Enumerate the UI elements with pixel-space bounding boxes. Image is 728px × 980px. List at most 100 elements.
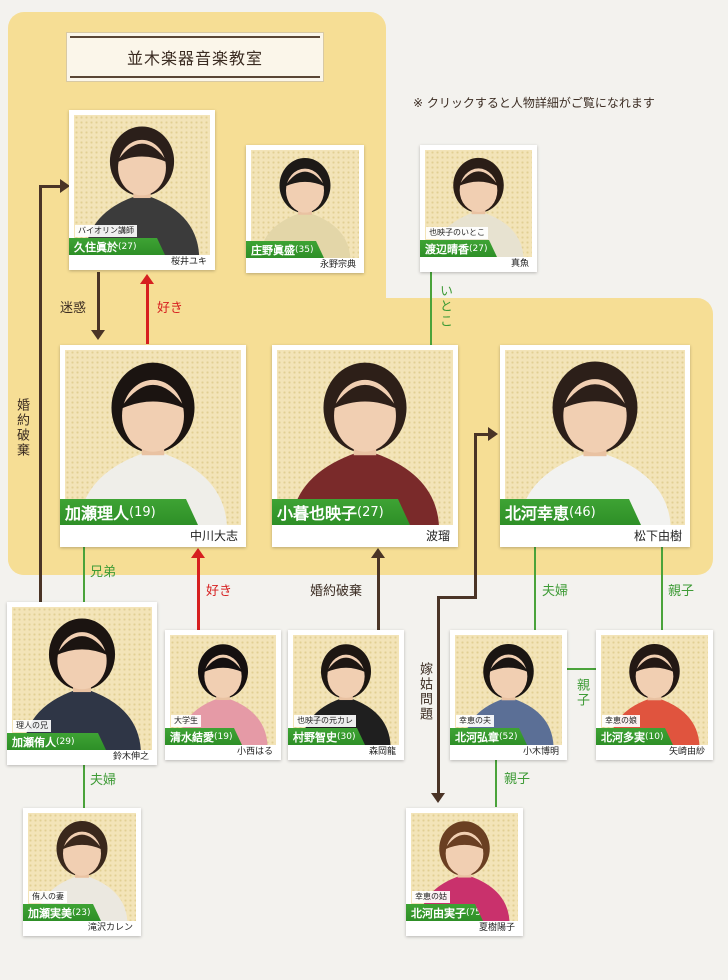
fringe-shape [55,636,109,656]
fufu-label-1: 夫婦 [90,773,117,788]
portrait-photo [65,350,241,525]
kyodai-label: 兄弟 [90,565,117,580]
portrait-silhouette [291,362,439,525]
actor-name: 矢崎由紗 [668,747,705,757]
suki-label-1: 好き [157,301,184,316]
character-name: 村野智史(30) [288,728,365,745]
suki-arrowhead-2 [191,548,205,558]
in-law-line-h2 [437,596,477,599]
character-name: 北河由実子(75) [406,904,483,921]
portrait-photo [74,115,210,255]
portrait-photo [505,350,685,525]
character-name: 北河多実(10) [596,728,673,745]
oyako-line-3 [495,759,497,807]
portrait-silhouette [36,820,128,921]
portrait-photo [601,635,708,745]
character-card-yuto[interactable]: 理人の兄 加瀬侑人(29) 鈴木伸之 [7,602,157,765]
fringe-shape [116,143,168,163]
character-card-kuzumi[interactable]: バイオリン講師 久住眞於(27) 桜井ユキ [69,110,215,270]
fufu-line-1 [83,765,85,809]
itoko-line [430,272,432,346]
meiwaku-line [97,272,100,334]
character-age: (27) [118,241,137,252]
fufu-label-2: 夫婦 [542,584,569,599]
portrait-photo [277,350,453,525]
fringe-shape [634,657,675,673]
fringe-shape [444,834,485,850]
character-card-hiroaki[interactable]: 幸恵の夫 北河弘章(52) 小木博明 [450,630,567,760]
actor-name: 滝沢カレン [87,923,133,933]
portrait-silhouette [79,362,227,525]
actor-name: 森岡龍 [368,747,396,757]
character-name: 加瀬理人(19) [60,499,198,525]
oyako-label-3: 親子 [504,772,531,787]
fringe-shape [488,657,529,673]
character-age: (35) [295,244,314,255]
character-name-text: 北河由実子 [411,906,466,920]
character-card-mimi[interactable]: 侑人の妻 加瀬実美(23) 滝沢カレン [23,808,141,936]
actor-name: 中川大志 [189,529,238,543]
character-name-text: 村野智史 [293,730,337,744]
portrait-photo [411,813,518,921]
itoko-label: いとこ [437,284,452,329]
character-age: (30) [337,731,356,742]
character-role: 侑人の妻 [29,891,67,903]
actor-name: 松下由樹 [633,529,682,543]
oyako-line-1 [661,547,663,631]
fringe-shape [560,384,630,410]
oyako-line-2 [567,668,597,670]
engagement-break-arrowhead-2 [371,548,385,558]
fringe-shape [458,171,499,187]
character-name-text: 清水結愛 [170,730,214,744]
character-age: (27) [469,243,488,254]
character-age: (75) [466,907,485,918]
character-age: (10) [645,731,664,742]
character-name-text: 渡辺晴香 [425,242,469,256]
actor-name: 桜井ユキ [170,257,207,267]
in-law-label: 嫁姑問題 [417,662,432,722]
character-age: (46) [569,504,596,520]
character-card-shono[interactable]: 庄野眞盛(35) 永野宗典 [246,145,364,273]
engagement-break-line-1h [39,185,63,188]
portrait-photo [28,813,136,921]
actor-name: 小木博明 [522,747,559,757]
character-card-tami[interactable]: 幸恵の娘 北河多実(10) 矢崎由紗 [596,630,713,760]
in-law-arrowhead-down [431,793,445,803]
character-name-text: 加瀬実美 [28,906,72,920]
portrait-silhouette [84,126,200,255]
music-school-title: 並木楽器音楽教室 [70,36,320,78]
character-card-riito[interactable]: 加瀬理人(19) 中川大志 [60,345,246,547]
suki-line-2 [197,558,200,630]
character-card-yua[interactable]: 大学生 清水結愛(19) 小西はる [165,630,281,760]
character-card-murano[interactable]: 也映子の元カレ 村野智史(30) 森岡龍 [288,630,404,760]
character-role: 也映子のいとこ [426,227,488,239]
engagement-break-line-1v [39,185,42,605]
character-name: 加瀬実美(23) [23,904,101,921]
character-name: 加瀬侑人(29) [7,733,106,750]
character-card-watanabe[interactable]: 也映子のいとこ 渡辺晴香(27) 真魚 [420,145,537,272]
character-age: (27) [357,504,384,520]
character-role: 幸恵の姑 [412,891,450,903]
actor-name: 小西はる [236,747,273,757]
character-role: 理人の兄 [13,720,51,732]
character-name: 小暮也映子(27) [272,499,410,525]
character-card-yumiko[interactable]: 幸恵の姑 北河由実子(75) 夏樹陽子 [406,808,523,936]
actor-name: 夏樹陽子 [478,923,515,933]
in-law-line-v2 [437,596,440,794]
character-name-text: 久住眞於 [74,240,118,254]
actor-name: 鈴木伸之 [112,752,149,762]
kyodai-line [83,547,85,604]
fringe-shape [119,384,187,410]
character-card-yukie[interactable]: 北河幸恵(46) 松下由樹 [500,345,690,547]
character-age: (52) [499,731,518,742]
character-name-text: 北河幸恵 [505,504,570,523]
character-name-text: 加瀬侑人 [12,735,56,749]
character-role: 大学生 [171,715,201,727]
meiwaku-arrowhead [91,330,105,340]
character-card-yaeko[interactable]: 小暮也映子(27) 波瑠 [272,345,458,547]
character-role: 也映子の元カレ [294,715,356,727]
character-age: (19) [214,731,233,742]
suki-label-2: 好き [206,584,233,599]
character-role: 幸恵の娘 [602,715,640,727]
click-hint-note: ※ クリックすると人物詳細がご覧になれます [413,96,655,110]
